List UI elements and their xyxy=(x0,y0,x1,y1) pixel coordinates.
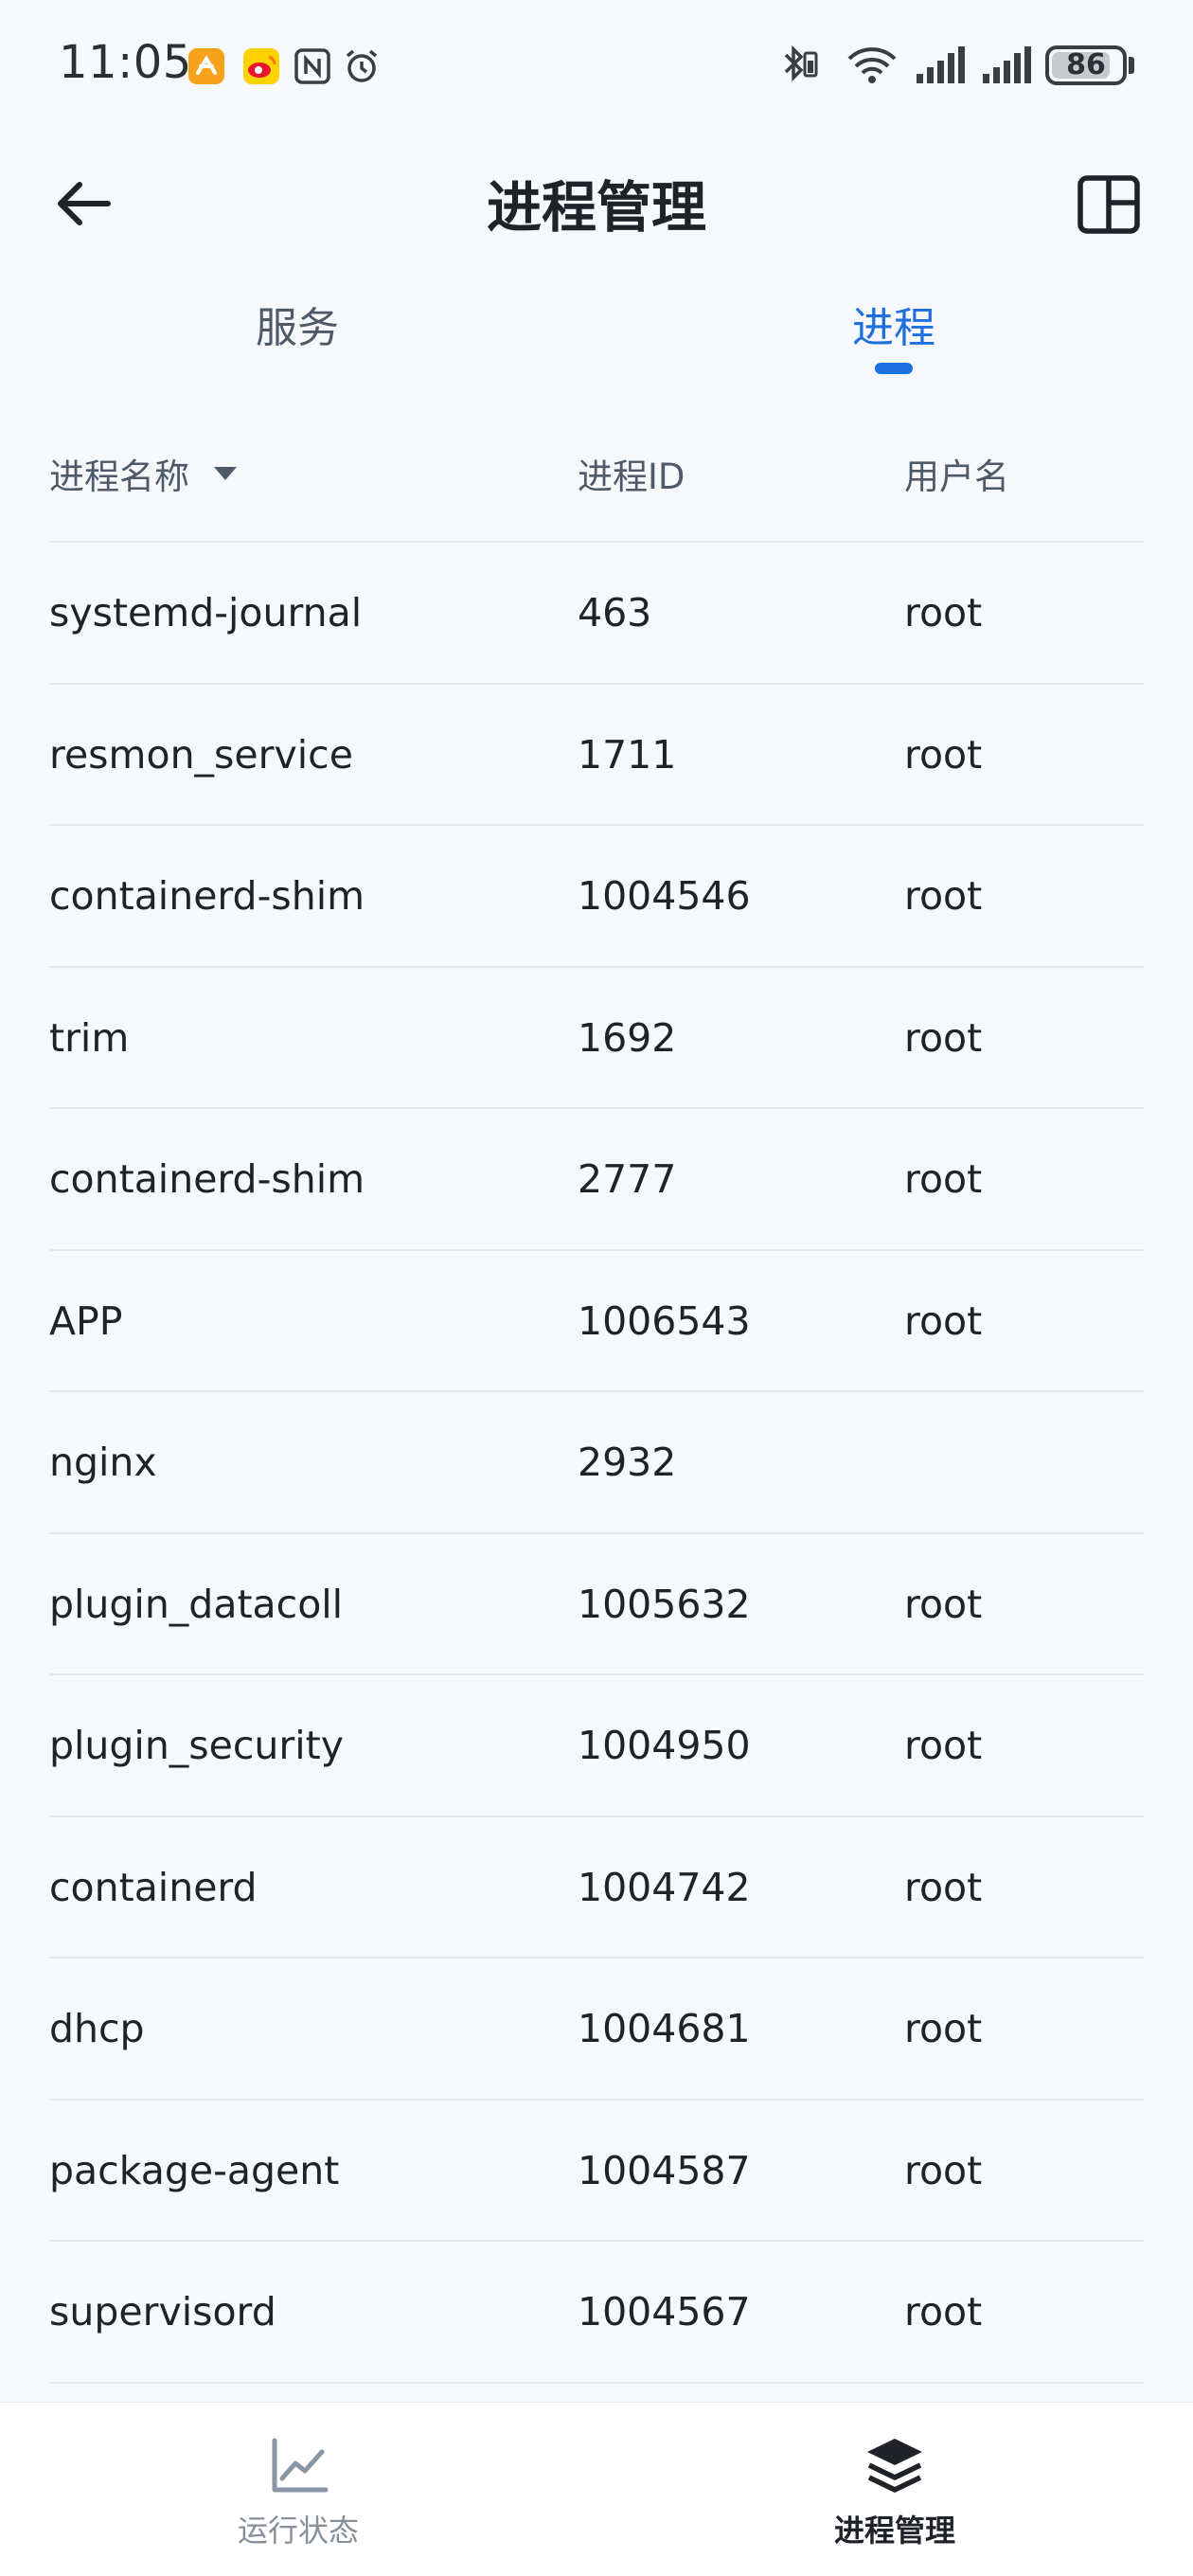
table-row[interactable]: dhcp 1004681 root xyxy=(49,1959,1144,2101)
nav-item-process-management[interactable]: 进程管理 xyxy=(596,2403,1193,2576)
nav-item-run-status[interactable]: 运行状态 xyxy=(0,2403,596,2576)
table-row[interactable]: nginx 2932 xyxy=(49,1392,1144,1534)
table-row[interactable]: systemd-journal 463 root xyxy=(49,543,1144,685)
process-id-cell: 1711 xyxy=(578,731,677,778)
process-id-cell: 1004567 xyxy=(578,2289,751,2334)
process-name-cell: dhcp xyxy=(49,2006,145,2051)
nfc-icon xyxy=(294,48,330,84)
process-id-cell: 1692 xyxy=(578,1014,677,1061)
username-cell: root xyxy=(904,1723,983,1768)
username-cell: root xyxy=(904,1864,983,1910)
process-id-cell: 1004681 xyxy=(578,2006,751,2051)
username-cell: root xyxy=(904,873,983,919)
signal-sim1-icon xyxy=(917,46,965,83)
back-arrow-icon[interactable] xyxy=(47,166,123,242)
process-id-cell: 1006543 xyxy=(578,1297,751,1344)
username-cell: root xyxy=(904,1156,983,1202)
page-title: 进程管理 xyxy=(486,175,706,240)
weibo-icon xyxy=(243,48,279,84)
process-name-cell: containerd-shim xyxy=(49,1156,365,1202)
process-id-cell: 1004950 xyxy=(578,1723,751,1768)
sort-down-icon[interactable] xyxy=(208,459,242,486)
process-id-cell: 1004587 xyxy=(578,2147,751,2193)
username-cell: root xyxy=(904,1297,983,1344)
alarm-icon xyxy=(346,49,378,82)
table-row[interactable]: resmon_service 1711 root xyxy=(49,685,1144,826)
process-id-cell: 1004546 xyxy=(578,873,751,919)
active-tab-indicator xyxy=(875,363,913,374)
table-row[interactable]: supervisord 1004567 root xyxy=(49,2242,1144,2384)
table-row[interactable]: containerd 1004742 root xyxy=(49,1817,1144,1959)
process-name-cell: containerd xyxy=(49,1864,258,1910)
process-id-cell: 2932 xyxy=(578,1440,677,1485)
process-name-cell: resmon_service xyxy=(49,731,353,778)
table-row[interactable]: package-agent 1004587 root xyxy=(49,2101,1144,2242)
layout-switch-icon[interactable] xyxy=(1075,170,1145,241)
process-name-cell: trim xyxy=(49,1014,130,1061)
signal-sim2-icon xyxy=(983,46,1031,83)
table-row[interactable]: trim 1692 root xyxy=(49,968,1144,1109)
tab-services[interactable]: 服务 xyxy=(256,304,339,352)
username-cell: root xyxy=(904,1581,983,1627)
table-row[interactable]: containerd-shim 1004546 root xyxy=(49,826,1144,968)
bluetooth-icon xyxy=(784,45,818,82)
wifi-icon xyxy=(847,47,897,83)
status-time: 11:05 xyxy=(59,36,192,89)
process-id-cell: 1004742 xyxy=(578,1864,751,1910)
process-name-cell: supervisord xyxy=(49,2289,276,2334)
battery-indicator: 86 xyxy=(1045,45,1127,85)
process-name-cell: package-agent xyxy=(49,2147,340,2193)
username-cell: root xyxy=(904,731,983,778)
table-row[interactable]: APP 1006543 root xyxy=(49,1251,1144,1392)
table-body: systemd-journal 463 root resmon_service 1711… xyxy=(49,543,1144,2384)
username-cell: root xyxy=(904,590,983,635)
battery-level-fill xyxy=(1052,52,1111,79)
column-header-username: 用户名 xyxy=(904,456,1009,497)
app-notification-icon xyxy=(188,48,224,84)
username-cell: root xyxy=(904,1014,983,1061)
battery-tip xyxy=(1129,57,1134,74)
table-row[interactable]: plugin_datacoll 1005632 root xyxy=(49,1534,1144,1675)
table-row[interactable]: plugin_security 1004950 root xyxy=(49,1675,1144,1817)
layers-icon xyxy=(867,2439,922,2493)
tab-processes[interactable]: 进程 xyxy=(852,304,935,352)
table-row[interactable]: containerd-shim 2777 root xyxy=(49,1109,1144,1251)
nav-label-process-management: 进程管理 xyxy=(833,2513,955,2549)
status-bar: 11:05 xyxy=(0,0,1193,133)
bottom-navigation: 运行状态 进程管理 xyxy=(0,2402,1193,2576)
username-cell: root xyxy=(904,2289,983,2334)
username-cell: root xyxy=(904,2006,983,2051)
line-chart-icon xyxy=(272,2438,329,2493)
process-name-cell: plugin_datacoll xyxy=(49,1581,344,1627)
column-header-process-id: 进程ID xyxy=(578,456,686,497)
process-name-cell: plugin_security xyxy=(49,1723,345,1768)
process-id-cell: 2777 xyxy=(578,1156,677,1202)
column-header-process-name[interactable]: 进程名称 xyxy=(49,456,189,497)
process-id-cell: 463 xyxy=(578,590,652,635)
nav-label-run-status: 运行状态 xyxy=(237,2513,359,2549)
process-name-cell: containerd-shim xyxy=(49,873,365,919)
table-header: 进程名称 进程ID 用户名 xyxy=(49,402,1144,543)
process-id-cell: 1005632 xyxy=(578,1581,751,1627)
process-name-cell: systemd-journal xyxy=(49,590,363,635)
process-name-cell: nginx xyxy=(49,1440,157,1485)
username-cell: root xyxy=(904,2147,983,2193)
process-name-cell: APP xyxy=(49,1297,123,1344)
battery-percent: 86 xyxy=(1066,48,1106,81)
